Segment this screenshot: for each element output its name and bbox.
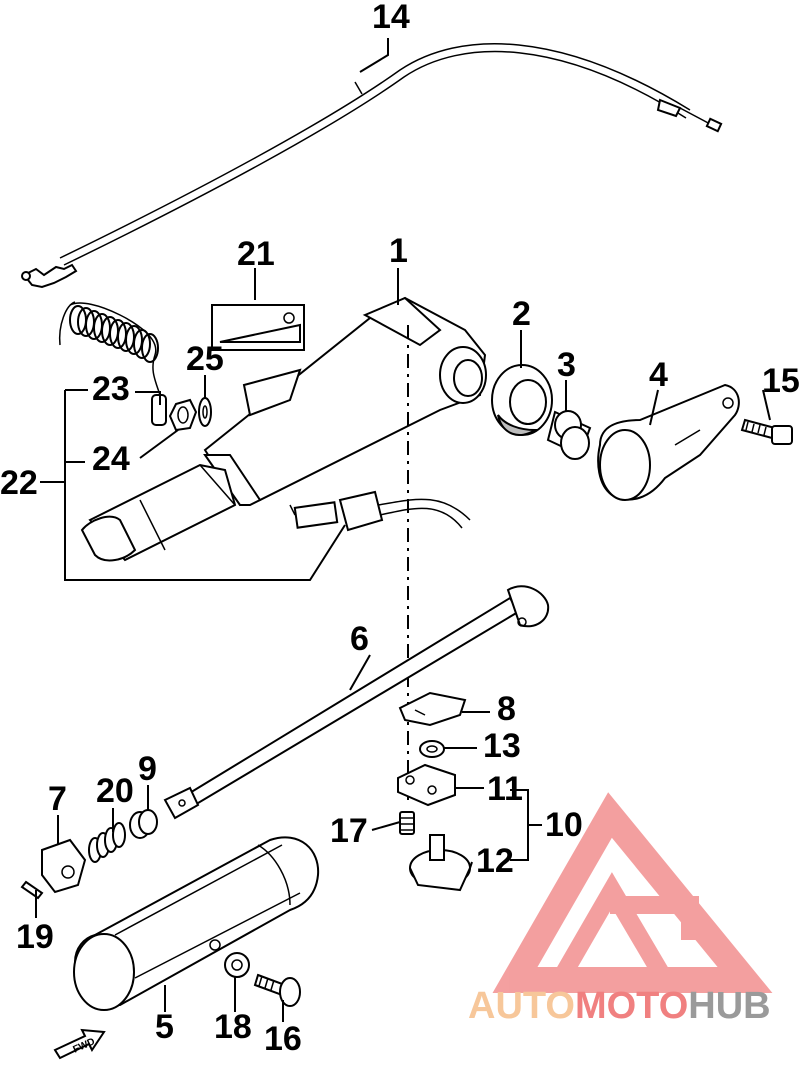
fwd-arrow: FWD	[53, 1028, 106, 1060]
callout-1: 1	[389, 232, 408, 270]
callout-22: 22	[0, 464, 38, 502]
callout-13: 13	[483, 727, 521, 765]
decal-21	[211, 304, 305, 351]
washer-25	[198, 397, 212, 427]
rod-6	[163, 585, 550, 820]
screw-17	[399, 811, 415, 835]
callout-16: 16	[264, 1020, 302, 1058]
spring-20	[88, 822, 126, 863]
callout-11: 11	[487, 770, 523, 808]
watermark-part1: AUTO	[468, 985, 575, 1027]
watermark-text: AUTOMOTOHUB	[468, 985, 771, 1027]
callout-24: 24	[92, 440, 130, 478]
clamp-7	[41, 838, 87, 894]
watermark-logo	[492, 792, 773, 993]
callout-8: 8	[497, 690, 516, 728]
bushing-2	[491, 364, 553, 436]
leader-lines	[35, 38, 771, 1022]
callout-7: 7	[48, 780, 67, 818]
callout-3: 3	[557, 346, 576, 384]
callout-19: 19	[16, 918, 54, 956]
bushing-9	[129, 809, 158, 839]
washer-13	[419, 740, 445, 758]
watermark-part2: MOTO	[575, 985, 688, 1027]
grip-5	[73, 836, 320, 1011]
callout-12: 12	[476, 842, 514, 880]
stop-switch	[289, 490, 471, 532]
knob-12	[409, 834, 471, 892]
callout-9: 9	[138, 750, 157, 788]
callout-4: 4	[649, 356, 668, 394]
screw-16	[253, 973, 301, 1007]
bolt-15	[740, 418, 793, 445]
callout-23: 23	[92, 370, 130, 408]
plate-8	[398, 691, 467, 727]
callout-25: 25	[186, 340, 224, 378]
callout-14: 14	[372, 0, 410, 36]
callout-15: 15	[762, 362, 800, 400]
callout-6: 6	[350, 620, 369, 658]
cable-14	[21, 42, 723, 289]
lanyard-23	[58, 301, 167, 426]
collar-3	[546, 410, 592, 460]
callout-20: 20	[96, 772, 134, 810]
callout-5: 5	[155, 1008, 174, 1046]
callout-17: 17	[330, 812, 368, 850]
pin-19	[20, 880, 44, 900]
tiller-handle-1	[80, 296, 487, 562]
callout-21: 21	[237, 235, 275, 273]
callout-2: 2	[512, 295, 531, 333]
nut-24	[168, 398, 198, 432]
watermark-part3: HUB	[688, 985, 770, 1027]
lock-washer-18	[224, 952, 250, 978]
callout-10: 10	[545, 806, 583, 844]
friction-block-11	[397, 763, 456, 807]
fwd-label: FWD	[71, 1036, 96, 1055]
handle-cover-4	[597, 383, 740, 501]
callout-18: 18	[214, 1008, 252, 1046]
